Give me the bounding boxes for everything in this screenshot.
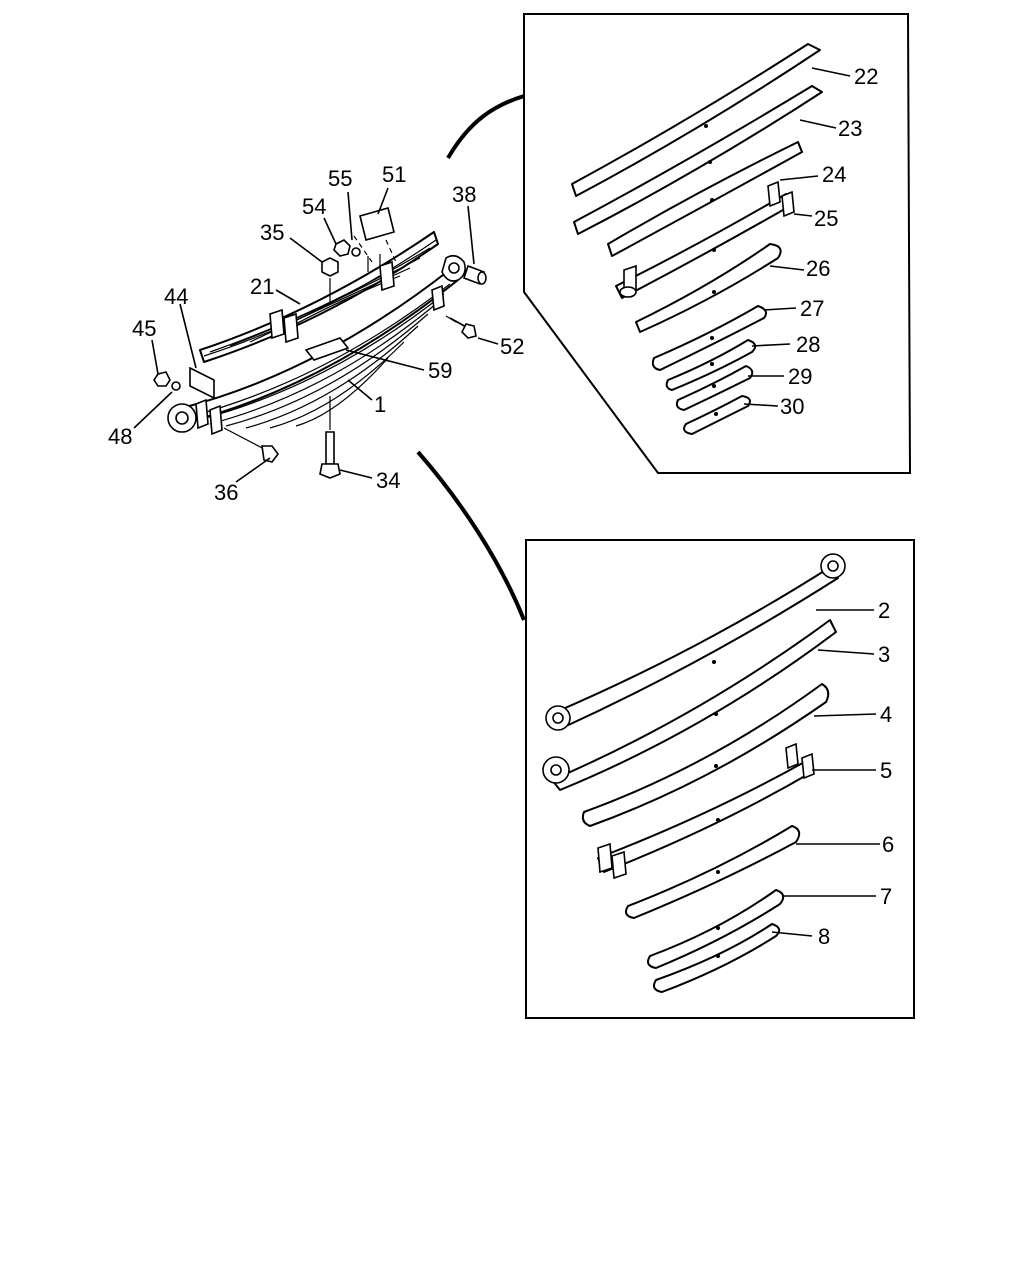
- label-6: 6: [882, 832, 894, 857]
- label-38: 38: [452, 182, 476, 207]
- main-callouts: 55 51 38 54 35 21 44 45 52 59 1 48 36 34: [108, 162, 524, 505]
- label-23: 23: [838, 116, 862, 141]
- label-27: 27: [800, 296, 824, 321]
- label-26: 26: [806, 256, 830, 281]
- label-45: 45: [132, 316, 156, 341]
- label-4: 4: [880, 702, 892, 727]
- label-44: 44: [164, 284, 188, 309]
- upper-detail-panel: [523, 13, 912, 474]
- label-34: 34: [376, 468, 400, 493]
- label-35: 35: [260, 220, 284, 245]
- label-22: 22: [854, 64, 878, 89]
- label-29: 29: [788, 364, 812, 389]
- label-30: 30: [780, 394, 804, 419]
- label-5: 5: [880, 758, 892, 783]
- label-59: 59: [428, 358, 452, 383]
- label-3: 3: [878, 642, 890, 667]
- label-21: 21: [250, 274, 274, 299]
- label-54: 54: [302, 194, 326, 219]
- upper-panel-callouts: 22 23 24 25 26 27 28 29 30: [780, 64, 878, 419]
- label-52: 52: [500, 334, 524, 359]
- label-2: 2: [878, 598, 890, 623]
- label-36: 36: [214, 480, 238, 505]
- connector-arc-lower: [416, 450, 526, 621]
- label-48: 48: [108, 424, 132, 449]
- label-8: 8: [818, 924, 830, 949]
- label-28: 28: [796, 332, 820, 357]
- main-spring-assembly: [133, 187, 499, 483]
- label-7: 7: [880, 884, 892, 909]
- label-55: 55: [328, 166, 352, 191]
- connector-arc-upper: [446, 94, 525, 160]
- lower-panel-callouts: 2 3 4 5 6 7 8: [818, 598, 894, 949]
- label-25: 25: [814, 206, 838, 231]
- lower-detail-panel: [525, 539, 915, 1019]
- label-51: 51: [382, 162, 406, 187]
- label-24: 24: [822, 162, 846, 187]
- label-1: 1: [374, 392, 386, 417]
